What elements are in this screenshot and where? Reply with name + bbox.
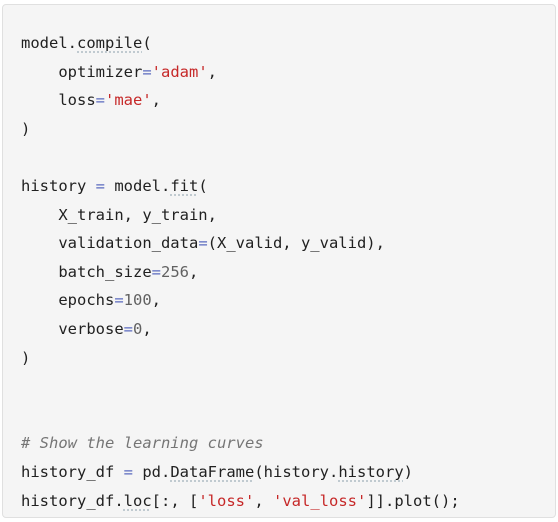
indent xyxy=(21,263,58,281)
method-name: compile xyxy=(77,34,143,52)
keyword-arg: epochs xyxy=(58,291,115,310)
indent xyxy=(21,291,58,309)
attribute-name: loc xyxy=(123,491,152,510)
code-token: ) xyxy=(403,462,413,481)
keyword-arg: verbose xyxy=(58,319,124,338)
string-literal: 'mae' xyxy=(105,91,152,110)
keyword-arg: optimizer xyxy=(58,62,143,81)
code-line-16: history_df = pd.DataFrame(history.histor… xyxy=(21,458,555,487)
code-cell[interactable]: model.compile( optimizer='adam', loss='m… xyxy=(2,4,556,518)
keyword-arg: loss xyxy=(58,91,96,110)
code-line-5 xyxy=(21,143,555,172)
code-token: ) xyxy=(21,348,31,367)
number-literal: 100 xyxy=(123,291,152,310)
code-comment: # Show the learning curves xyxy=(21,434,264,453)
code-line-2: optimizer='adam', xyxy=(21,58,555,87)
code-line-17: history_df.loc[:, ['loss', 'val_loss']].… xyxy=(21,487,555,516)
code-token: ) xyxy=(21,119,31,138)
indent xyxy=(21,206,58,224)
indent xyxy=(21,234,58,252)
operator: = xyxy=(95,91,105,110)
code-token: ( xyxy=(142,34,152,52)
code-line-4: ) xyxy=(21,115,555,144)
class-name: DataFrame xyxy=(170,462,255,481)
code-token: model xyxy=(105,176,161,195)
code-line-1: model.compile( xyxy=(21,29,555,58)
code-line-6: history = model.fit( xyxy=(21,172,555,201)
variable: history xyxy=(21,176,96,195)
code-token: [:, [ xyxy=(151,491,199,510)
code-token: , xyxy=(151,291,162,310)
operator: = xyxy=(123,319,133,338)
operator: = xyxy=(142,62,152,81)
attribute-name: history xyxy=(338,462,404,481)
code-line-7: X_train, y_train, xyxy=(21,201,555,230)
code-token: . xyxy=(161,176,171,195)
code-line-15: # Show the learning curves xyxy=(21,429,555,458)
code-line-3: loss='mae', xyxy=(21,86,555,115)
method-name: fit xyxy=(170,176,199,195)
operator: = xyxy=(95,176,105,195)
code-token: , xyxy=(254,491,273,510)
code-line-10: epochs=100, xyxy=(21,286,555,315)
code-token: . xyxy=(67,34,78,52)
keyword-arg: batch_size xyxy=(58,262,152,281)
code-line-8: validation_data=(X_valid, y_valid), xyxy=(21,229,555,258)
string-literal: 'loss' xyxy=(198,491,255,510)
operator: = xyxy=(114,291,124,310)
indent xyxy=(21,91,58,109)
indent xyxy=(21,320,58,338)
code-line-14 xyxy=(21,401,555,430)
operator: = xyxy=(151,262,161,281)
number-literal: 0 xyxy=(133,319,143,338)
operator: = xyxy=(198,234,208,253)
code-token: , xyxy=(207,62,218,81)
string-literal: 'val_loss' xyxy=(273,491,367,510)
code-token: X_train, y_train, xyxy=(58,205,217,224)
code-token: , xyxy=(142,319,152,338)
code-token: history_df. xyxy=(21,491,124,510)
code-line-13 xyxy=(21,372,555,401)
code-line-9: batch_size=256, xyxy=(21,258,555,287)
variable: history_df xyxy=(21,462,124,481)
code-token: , xyxy=(151,91,162,110)
code-token: ( xyxy=(198,176,208,195)
number-literal: 256 xyxy=(161,262,189,281)
indent xyxy=(21,63,58,81)
operator: = xyxy=(123,462,133,481)
code-token: ]].plot(); xyxy=(366,491,460,510)
keyword-arg: validation_data xyxy=(58,234,199,253)
code-token: model xyxy=(21,34,68,52)
code-line-11: verbose=0, xyxy=(21,315,555,344)
code-token: pd. xyxy=(133,462,171,481)
code-token: (history. xyxy=(254,462,339,481)
string-literal: 'adam' xyxy=(151,62,208,81)
code-token: , xyxy=(189,262,199,281)
code-line-12: ) xyxy=(21,344,555,373)
code-token: (X_valid, y_valid), xyxy=(207,234,385,253)
